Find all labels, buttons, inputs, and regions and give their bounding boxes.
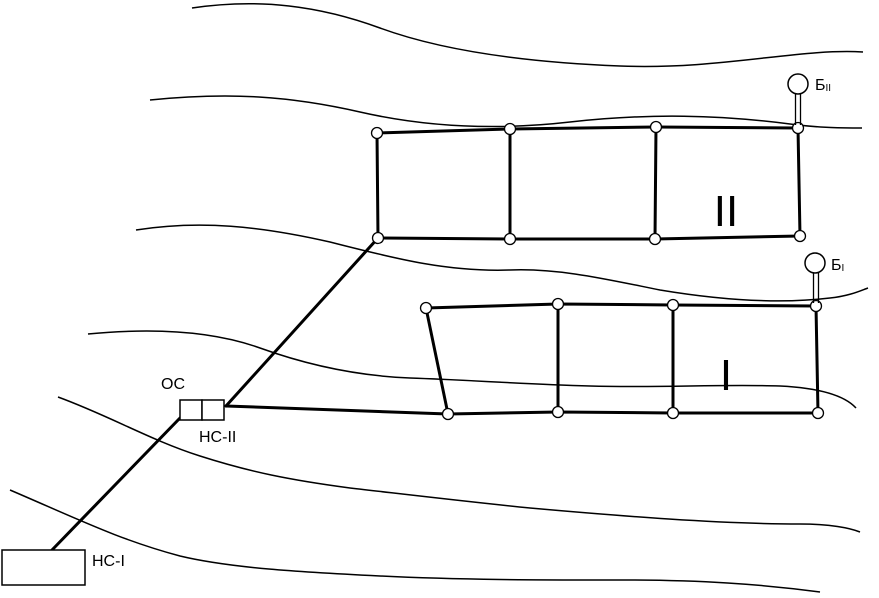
treatment-and-pump-station: ОС НС-II	[161, 376, 236, 446]
zone-i-nodes	[419, 297, 825, 421]
network-node	[370, 126, 384, 140]
pump-station-1-box	[1, 549, 86, 586]
contour-line	[87, 330, 857, 409]
network-node	[666, 406, 680, 420]
zone-ii-link	[796, 126, 802, 238]
zone-ii-link	[653, 125, 658, 241]
contour-line	[57, 396, 861, 533]
water-tower-lower: БI	[804, 252, 844, 303]
pump-station-1: НС-I	[1, 549, 125, 586]
network-node	[551, 297, 565, 311]
zone-i-label: I	[720, 351, 732, 400]
treatment-plant-label: ОС	[161, 376, 185, 393]
contour-line	[9, 489, 821, 593]
zone-ii-top-main	[375, 125, 800, 135]
zone-i-network: I	[419, 297, 825, 421]
tower-tank-icon	[804, 252, 826, 274]
treatment-plant-box	[179, 399, 203, 421]
pipelines	[50, 236, 450, 552]
zone-ii-label: II	[714, 187, 738, 236]
zone-ii-bottom-main	[376, 234, 802, 241]
network-node	[648, 232, 662, 246]
network-node	[551, 405, 565, 419]
tower-upper-letter: Б	[815, 77, 826, 94]
contour-line	[149, 95, 863, 129]
pump-station-1-label: НС-I	[92, 553, 125, 570]
conduit-ns2-to-zone1	[224, 404, 450, 416]
network-node	[503, 122, 517, 136]
tower-tank-icon	[787, 73, 809, 95]
network-node	[649, 120, 663, 134]
network-node	[371, 231, 385, 245]
network-node	[666, 298, 680, 312]
zone-i-top-main	[424, 302, 818, 310]
contour-line	[191, 2, 864, 68]
tower-lower-subscript: I	[842, 263, 845, 274]
zone-i-link	[424, 306, 450, 416]
tower-upper-label: БII	[815, 77, 831, 94]
network-node	[811, 406, 825, 420]
zone-i-link	[814, 304, 820, 415]
zone-ii-nodes	[370, 120, 807, 246]
tower-lower-label: БI	[831, 257, 844, 274]
zone-i-bottom-main	[446, 410, 820, 416]
network-node	[793, 229, 807, 243]
water-tower-upper: БII	[787, 73, 831, 125]
pump-station-2-box	[201, 399, 225, 421]
conduit-ns2-to-zone2	[224, 236, 380, 408]
zone-ii-link	[375, 131, 380, 240]
network-node	[419, 301, 433, 315]
network-node	[809, 299, 823, 313]
terrain-contours	[9, 2, 869, 593]
network-node	[791, 121, 805, 135]
tower-lower-letter: Б	[831, 257, 842, 274]
contour-line	[135, 224, 869, 302]
zone-ii-network: II	[370, 120, 807, 246]
network-node	[441, 407, 455, 421]
conduit-ns1-to-os	[50, 416, 182, 552]
network-node	[503, 232, 517, 246]
tower-upper-subscript: II	[826, 83, 832, 94]
pump-station-2-label: НС-II	[199, 429, 236, 446]
